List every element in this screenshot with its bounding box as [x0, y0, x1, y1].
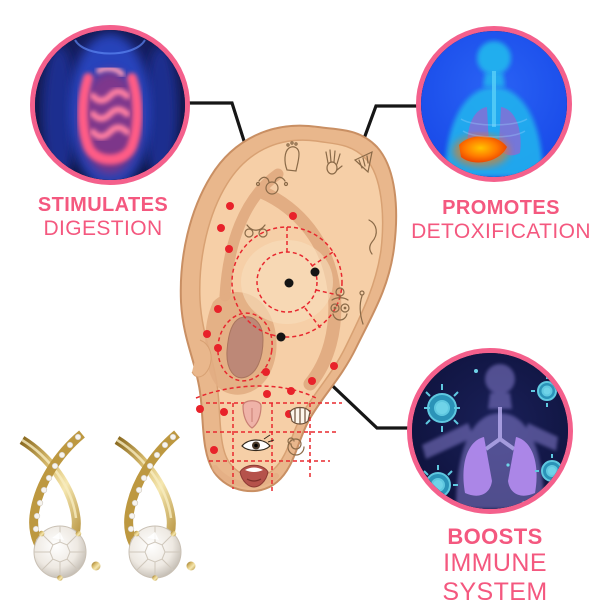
benefit-label-detoxification: PROMOTES DETOXIFICATION: [401, 197, 600, 244]
teeth-icon: [289, 406, 311, 425]
mouth-icon: [239, 464, 269, 488]
side-figure-icon: [359, 290, 365, 325]
ear-shape: [179, 124, 398, 492]
benefit-line2: DIGESTION: [43, 217, 163, 240]
earrings-product-image: [19, 420, 208, 598]
benefit-line2: DETOXIFICATION: [411, 220, 591, 243]
leader-endpoints: [276, 267, 320, 342]
hatch-patch-icon: [353, 150, 373, 174]
benefit-label-immune: BOOSTS IMMUNE SYSTEM: [390, 524, 600, 607]
cochlea-icon: [287, 437, 305, 456]
pressure-points: [196, 202, 338, 454]
foot-icon: [284, 141, 300, 172]
benefit-circle-immune: [407, 348, 573, 514]
earring-left: [19, 430, 101, 581]
benefit-circle-detoxification: [416, 26, 572, 182]
uterus-icon: [255, 176, 289, 195]
hand-icon: [325, 149, 343, 175]
benefit-line2: IMMUNE SYSTEM: [442, 549, 548, 607]
benefit-label-digestion: STIMULATES DIGESTION: [13, 194, 193, 241]
post-ball: [91, 561, 101, 571]
benefit-line1: PROMOTES: [442, 197, 560, 219]
benefit-circle-digestion: [30, 25, 190, 185]
earring-right: [117, 434, 196, 581]
body-figure-icon: [330, 287, 350, 321]
concha-shadow: [226, 316, 264, 379]
eye-icon: [241, 434, 275, 452]
liver-detox-xray-image: [421, 31, 567, 177]
benefit-line1: STIMULATES: [37, 194, 169, 216]
reflex-zone-lines: [195, 226, 343, 492]
knee-icon: [368, 219, 377, 255]
tongue-icon: [242, 400, 262, 429]
digestive-system-xray-image: [35, 30, 185, 180]
benefit-line1: BOOSTS: [447, 524, 543, 549]
immune-system-virus-image: [412, 353, 568, 509]
pelvis-icon: [244, 224, 268, 238]
